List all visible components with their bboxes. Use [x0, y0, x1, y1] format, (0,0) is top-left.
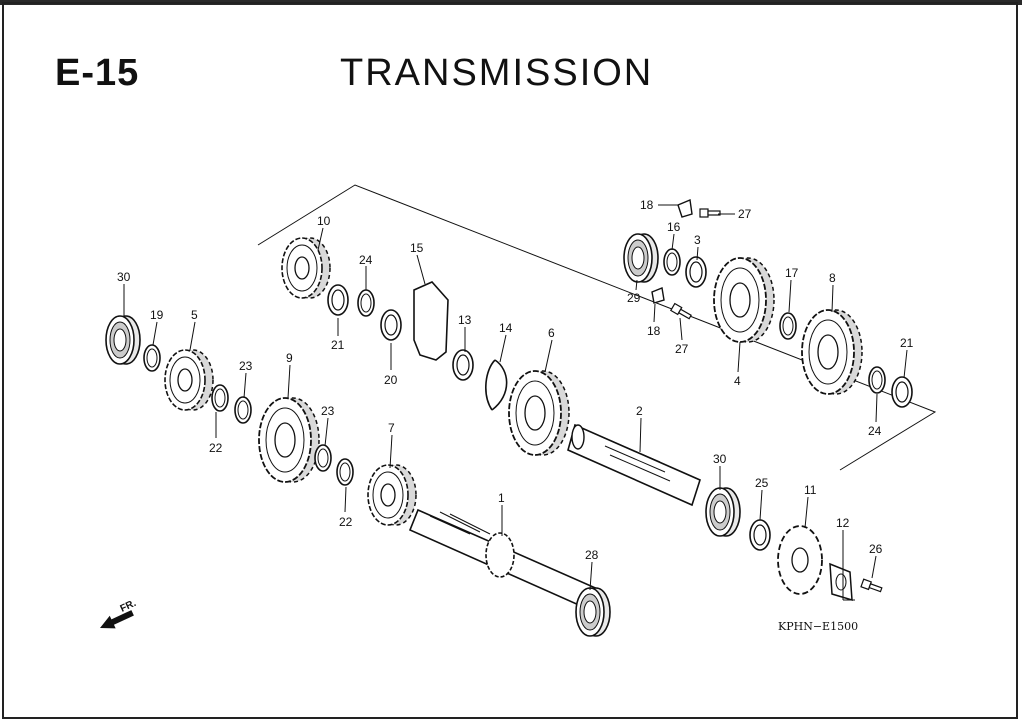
- part-11-sprocket: [777, 525, 823, 595]
- part-10-gear: [281, 237, 331, 299]
- callout-26: 26: [869, 542, 883, 556]
- callout-27-lower: 27: [675, 342, 689, 356]
- part-25-seal: [749, 519, 771, 551]
- part-1-mainshaft: [408, 508, 602, 612]
- part-2-countershaft: [567, 423, 701, 507]
- part-18-plate-a: [677, 199, 693, 218]
- part-22-washer-b: [336, 458, 354, 486]
- part-27-bolt-b: [670, 302, 693, 322]
- part-16-ring: [663, 248, 681, 276]
- callout-22-b: 22: [339, 515, 353, 529]
- callout-17: 17: [785, 266, 799, 280]
- callout-8: 8: [829, 271, 836, 285]
- part-29-bearing: [623, 233, 659, 283]
- callout-12: 12: [836, 516, 850, 530]
- callout-29: 29: [627, 291, 641, 305]
- callout-19: 19: [150, 308, 164, 322]
- callout-21-lower: 21: [900, 336, 914, 350]
- callout-1: 1: [498, 491, 505, 505]
- part-27-bolt-a: [699, 208, 721, 218]
- part-6-gear: [508, 370, 570, 456]
- callout-30-left: 30: [117, 270, 131, 284]
- part-9-gear: [258, 397, 320, 483]
- callout-7: 7: [388, 421, 395, 435]
- callout-11: 11: [804, 483, 817, 497]
- callout-5: 5: [191, 308, 198, 322]
- part-30-bearing-right: [705, 487, 741, 537]
- part-30-bearing-left: [105, 315, 141, 365]
- part-28-bearing: [575, 587, 611, 637]
- front-direction-arrow: [100, 610, 134, 629]
- part-21-ring-b: [891, 376, 913, 408]
- part-7-gear: [367, 464, 417, 526]
- callout-10: 10: [317, 214, 331, 228]
- callout-6: 6: [548, 326, 555, 340]
- callout-23-b: 23: [321, 404, 335, 418]
- callout-16: 16: [667, 220, 681, 234]
- callout-21-upper: 21: [331, 338, 345, 352]
- part-4-gear: [713, 257, 775, 343]
- callout-3: 3: [694, 233, 701, 247]
- callout-23-a: 23: [239, 359, 253, 373]
- direction-label: FR.: [119, 598, 138, 615]
- part-21-ring: [327, 284, 349, 316]
- part-5-gear: [164, 349, 214, 411]
- callout-27-upper: 27: [738, 207, 752, 221]
- callout-30-right: 30: [713, 452, 727, 466]
- part-24-ring: [357, 289, 375, 317]
- part-3-collar: [685, 256, 707, 288]
- part-18-plate-b: [651, 287, 665, 304]
- part-22-washer-a: [211, 384, 229, 412]
- part-24-ring-b: [868, 366, 886, 394]
- part-8-gear: [801, 309, 863, 395]
- part-15-shim-plate: [413, 281, 449, 361]
- callout-22-a: 22: [209, 441, 223, 455]
- assembly-outline: [257, 184, 937, 471]
- callout-18-lower: 18: [647, 324, 661, 338]
- callout-2: 2: [636, 404, 643, 418]
- part-17-washer: [779, 312, 797, 340]
- callout-9: 9: [286, 351, 293, 365]
- part-20-washer: [380, 309, 402, 341]
- callout-28: 28: [585, 548, 599, 562]
- part-26-bolt: [860, 578, 884, 595]
- diagram-code: KPHN−E1500: [778, 620, 858, 633]
- leader-lines: [123, 204, 908, 601]
- part-14-circlip: [485, 359, 508, 411]
- callout-25: 25: [755, 476, 769, 490]
- page-title: TRANSMISSION: [340, 52, 654, 94]
- part-12-plate: [829, 562, 853, 602]
- callout-4: 4: [734, 374, 741, 388]
- part-23-ring-b: [314, 444, 332, 472]
- callout-24-lower: 24: [868, 424, 882, 438]
- callout-14: 14: [499, 321, 513, 335]
- callout-13: 13: [458, 313, 472, 327]
- part-13-collar: [452, 349, 474, 381]
- callout-20: 20: [384, 373, 398, 387]
- part-23-ring-a: [234, 396, 252, 424]
- part-19-washer: [143, 344, 161, 372]
- callout-24-upper: 24: [359, 253, 373, 267]
- section-code: E-15: [55, 52, 140, 94]
- callout-18-upper: 18: [640, 198, 654, 212]
- callout-15: 15: [410, 241, 424, 255]
